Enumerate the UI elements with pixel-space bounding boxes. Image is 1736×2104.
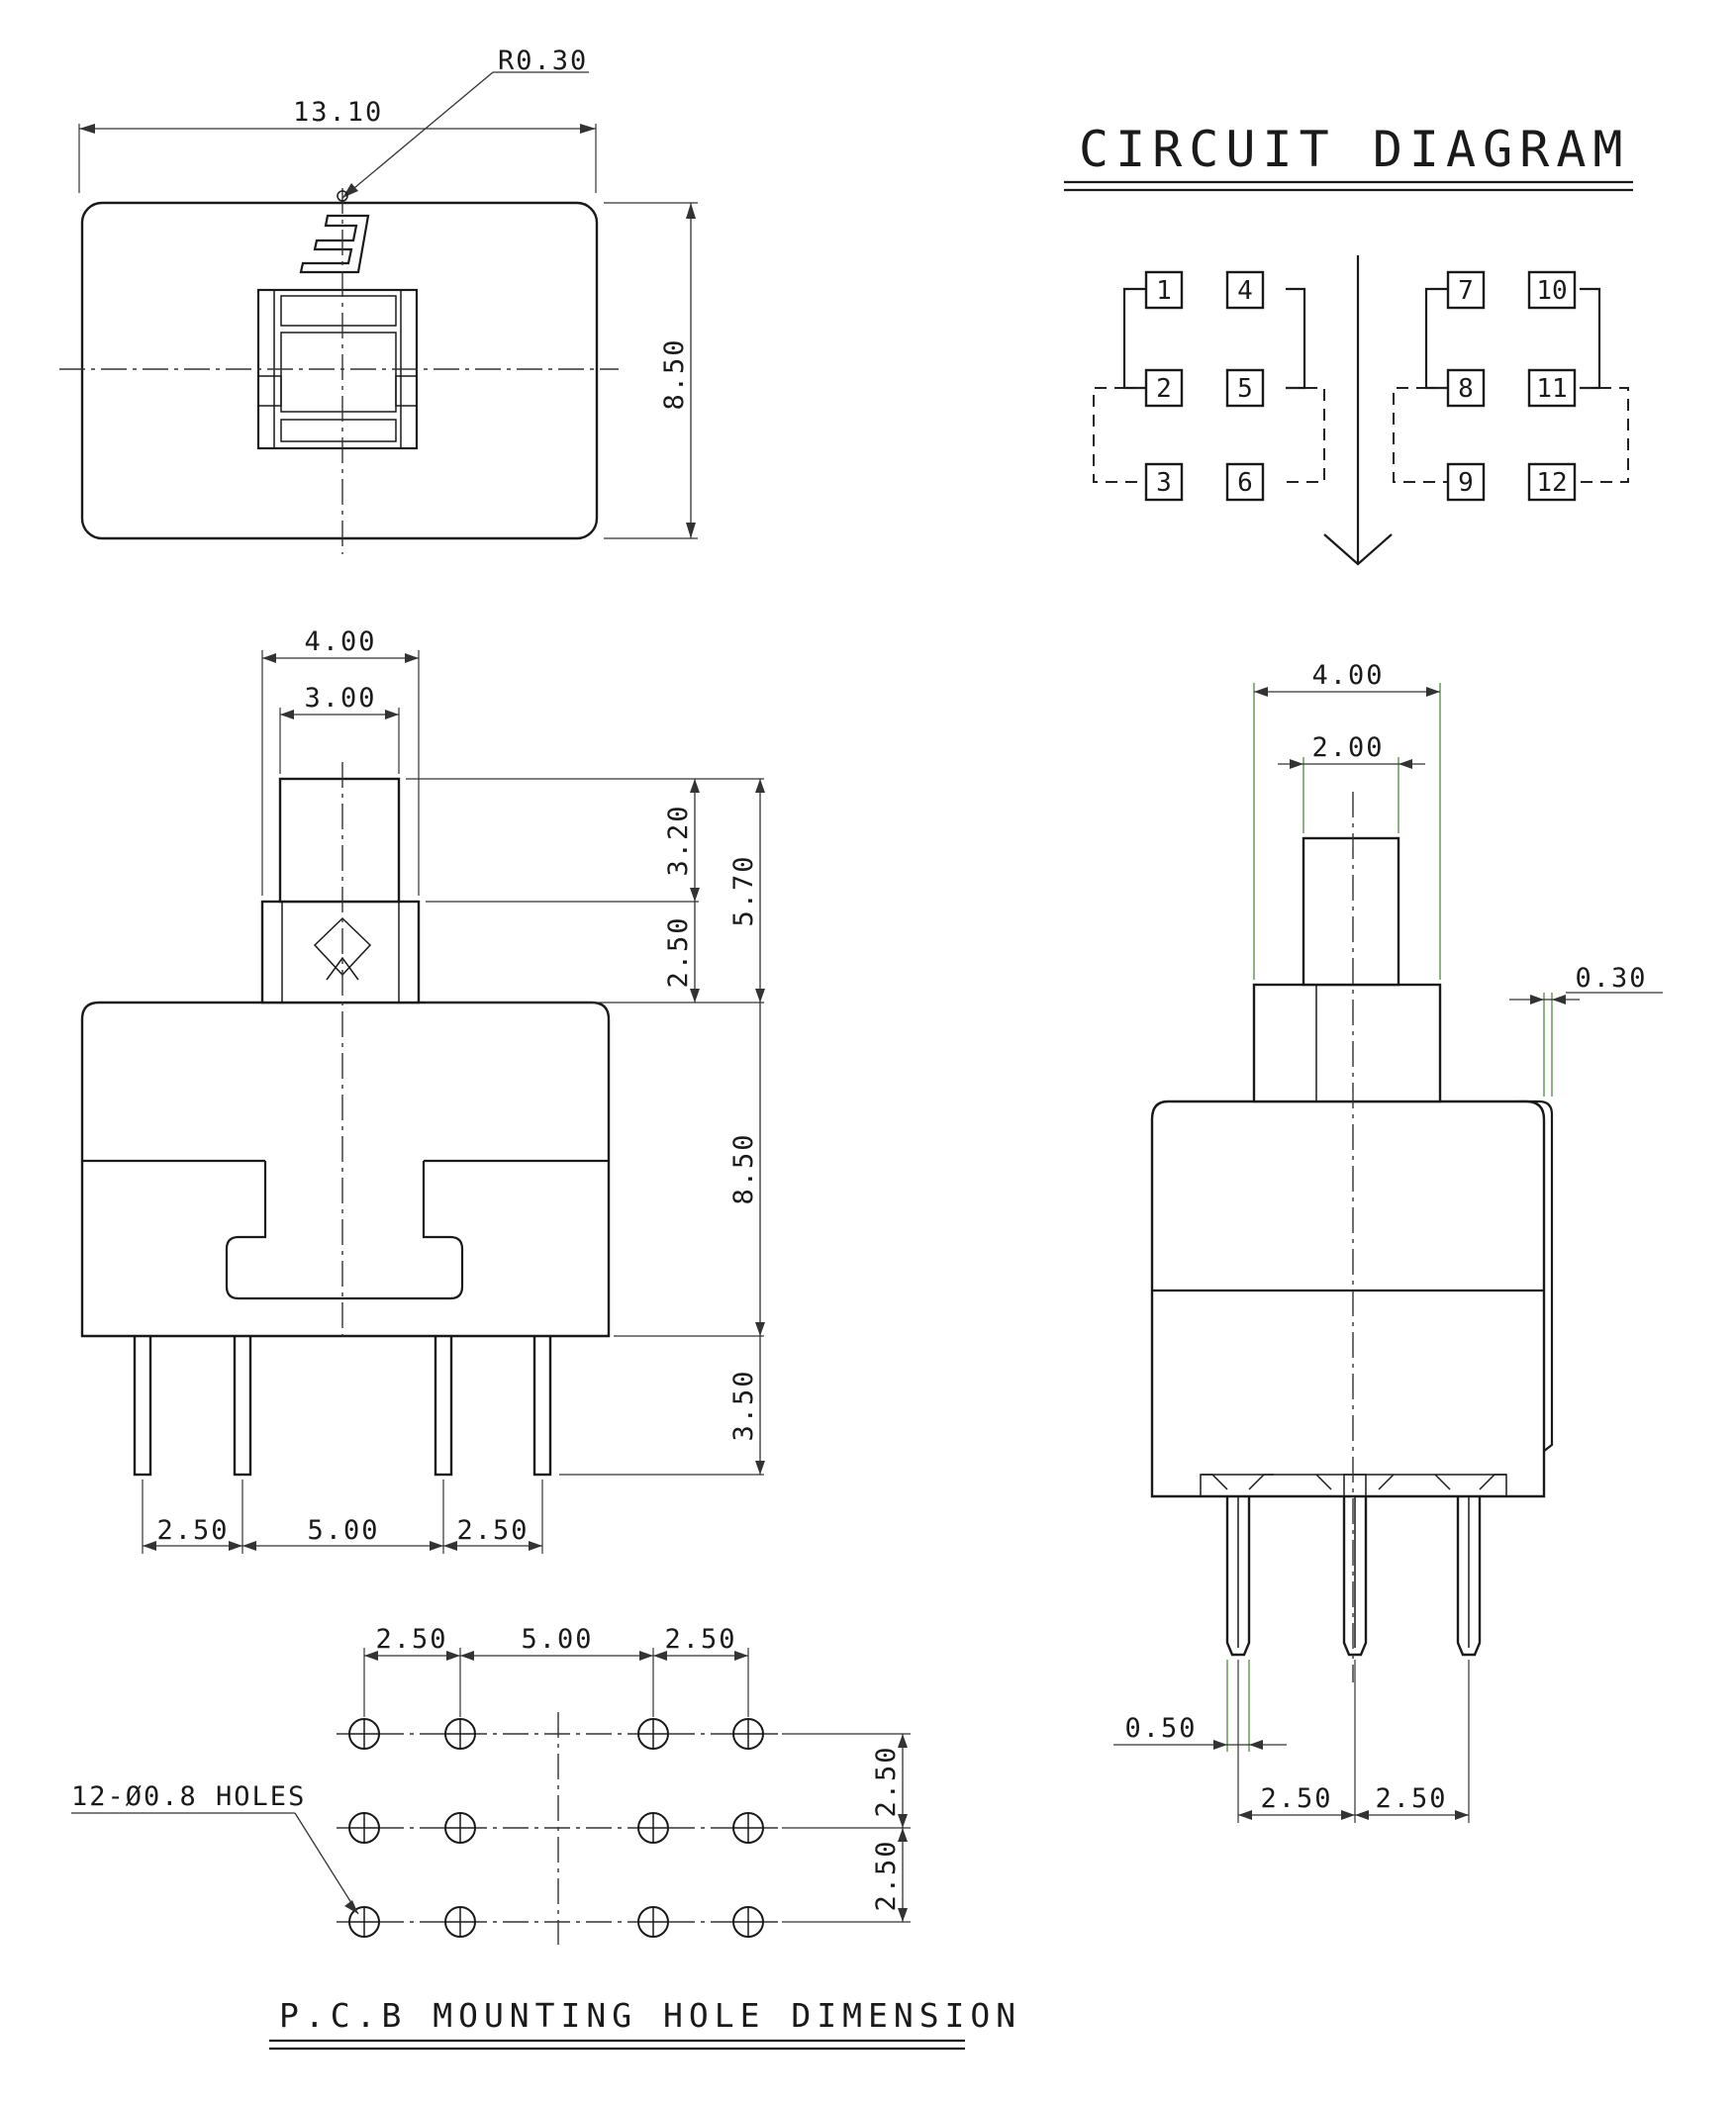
side-pin-width-label: 0.50 xyxy=(1124,1713,1197,1744)
pcb-hole-crosshair xyxy=(733,1813,763,1843)
top-view-housing xyxy=(80,201,599,540)
pin-box-7 xyxy=(1446,270,1486,310)
pcb-hole-crosshair xyxy=(445,1813,475,1843)
pin-box-6 xyxy=(1225,462,1265,502)
pin-box-3 xyxy=(1144,462,1184,502)
pin-label: 2 xyxy=(1156,374,1172,404)
pin-label: 10 xyxy=(1536,276,1567,306)
pin-label: 1 xyxy=(1156,276,1172,306)
front-pin-length-label: 3.50 xyxy=(728,1369,759,1441)
front-pitch-right-label: 2.50 xyxy=(456,1515,529,1546)
pin-box-12 xyxy=(1527,462,1577,502)
pcb-hole-crosshair xyxy=(445,1907,475,1937)
pcb-hole-crosshair xyxy=(638,1813,668,1843)
pin-label: 11 xyxy=(1536,374,1567,404)
side-pitch-left-label: 2.50 xyxy=(1260,1783,1332,1814)
pin-label: 5 xyxy=(1237,374,1253,404)
top-height-label: 8.50 xyxy=(659,337,690,410)
pin-label: 4 xyxy=(1237,276,1253,306)
pin-box-10 xyxy=(1527,270,1577,310)
side-view: 4.00 2.00 0.30 0.50 2.50 2.50 xyxy=(1113,660,1663,1823)
pin-box-9 xyxy=(1446,462,1486,502)
front-view: 4.00 3.00 3.20 2.50 5.70 8.50 3.50 2.50 … xyxy=(80,626,765,1554)
front-total-height-label: 5.70 xyxy=(728,854,759,926)
pcb-holes-label: 12-Ø0.8 HOLES xyxy=(71,1781,306,1812)
pin-box-5 xyxy=(1225,368,1265,408)
pcb-hole-crosshair xyxy=(349,1719,379,1749)
pin-box-2 xyxy=(1144,368,1184,408)
pcb-pitch-right-label: 2.50 xyxy=(664,1624,736,1655)
front-actuator-outer-label: 4.00 xyxy=(304,626,376,657)
radius-leader xyxy=(341,71,494,199)
pin-box-1 xyxy=(1144,270,1184,310)
side-actuator-outer-label: 4.00 xyxy=(1311,660,1384,691)
pcb-hole-layout: 2.50 5.00 2.50 2.50 2.50 12-Ø0.8 HOLES P… xyxy=(71,1624,1021,2051)
front-housing xyxy=(80,1001,611,1338)
direction-mark xyxy=(299,214,370,274)
radius-label: R0.30 xyxy=(498,46,588,76)
front-actuator-height-label: 3.20 xyxy=(663,804,694,876)
pin-label: 6 xyxy=(1237,468,1253,498)
pcb-title: P.C.B MOUNTING HOLE DIMENSION xyxy=(279,1996,1021,2035)
front-collar-height-label: 2.50 xyxy=(663,915,694,988)
pin-label: 12 xyxy=(1536,468,1567,498)
side-collar xyxy=(1252,983,1442,1103)
top-view: R0.30 13.10 8.50 xyxy=(59,46,698,554)
side-housing xyxy=(1150,1100,1546,1498)
pcb-hole-crosshair xyxy=(349,1813,379,1843)
front-collar xyxy=(260,900,421,1004)
side-actuator-inner-label: 2.00 xyxy=(1311,732,1384,763)
front-pin xyxy=(532,1317,552,1477)
pcb-holes xyxy=(348,1718,764,1938)
pcb-hole-crosshair xyxy=(349,1907,379,1937)
pin-label: 7 xyxy=(1458,276,1474,306)
front-pin xyxy=(434,1317,453,1477)
top-width-label: 13.10 xyxy=(293,97,383,128)
pcb-pitch-left-label: 2.50 xyxy=(375,1624,447,1655)
pin-label: 3 xyxy=(1156,468,1172,498)
pcb-hole-crosshair xyxy=(638,1719,668,1749)
pcb-pitch-middle-label: 5.00 xyxy=(521,1624,593,1655)
pin-box-4 xyxy=(1225,270,1265,310)
circuit-title: CIRCUIT DIAGRAM xyxy=(1079,121,1630,178)
front-pin xyxy=(133,1317,152,1477)
pcb-hole-crosshair xyxy=(445,1719,475,1749)
pcb-row-pitch-top-label: 2.50 xyxy=(871,1745,902,1817)
pcb-hole-crosshair xyxy=(733,1907,763,1937)
side-actuator xyxy=(1302,836,1400,987)
side-pitch-right-label: 2.50 xyxy=(1375,1783,1447,1814)
circuit-diagram: CIRCUIT DIAGRAM 1 4 2 5 3 6 7 10 8 11 9 … xyxy=(1064,121,1633,566)
front-actuator-inner-label: 3.00 xyxy=(304,683,376,714)
front-pitch-middle-label: 5.00 xyxy=(307,1515,379,1546)
side-offset-label: 0.30 xyxy=(1575,963,1647,994)
pcb-hole-crosshair xyxy=(733,1719,763,1749)
pcb-hole-crosshair xyxy=(638,1907,668,1937)
pin-box-11 xyxy=(1527,368,1577,408)
front-pitch-left-label: 2.50 xyxy=(156,1515,229,1546)
front-body-height-label: 8.50 xyxy=(728,1132,759,1204)
pin-label: 9 xyxy=(1458,468,1474,498)
front-pin xyxy=(233,1317,252,1477)
front-actuator xyxy=(278,777,401,904)
pin-box-8 xyxy=(1446,368,1486,408)
pcb-row-pitch-bottom-label: 2.50 xyxy=(871,1839,902,1911)
pin-label: 8 xyxy=(1458,374,1474,404)
